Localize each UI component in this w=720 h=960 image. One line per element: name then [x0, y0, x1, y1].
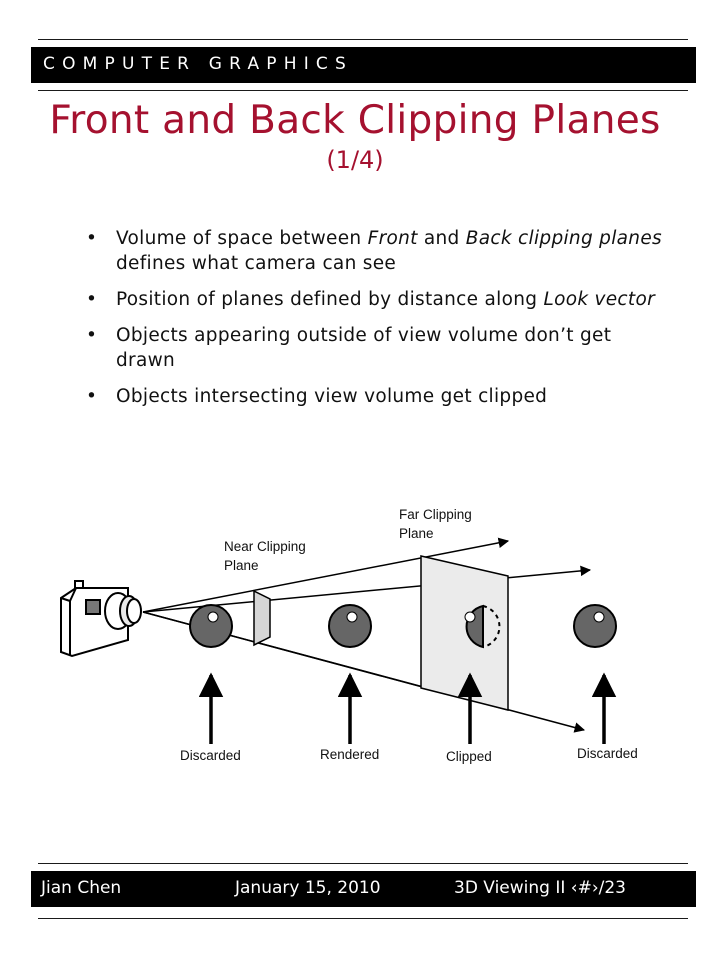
clipping-diagram: Far Clipping Plane Near Clipping Plane D…: [60, 507, 638, 764]
near-plane-label-line2: Plane: [224, 558, 259, 573]
caption-discarded-near: Discarded: [180, 748, 241, 763]
bullet-item: •Objects appearing outside of view volum…: [86, 325, 612, 371]
caption-clipped: Clipped: [446, 749, 492, 764]
bullet-item: •Position of planes defined by distance …: [86, 289, 655, 310]
footer-top-rule: [38, 863, 688, 864]
footer-author: Jian Chen: [41, 878, 122, 898]
bullet-list: •Volume of space between Front and Back …: [86, 226, 666, 420]
caption-discarded-far: Discarded: [577, 746, 638, 761]
footer-bar: Jian Chen January 15, 2010 3D Viewing II…: [31, 871, 696, 907]
rendered-object: [328, 604, 372, 648]
camera-icon: [60, 580, 142, 658]
header-bottom-rule: [38, 90, 688, 91]
bullet-icon: •: [86, 325, 98, 346]
bullet-item: •Volume of space between Front and Back …: [86, 228, 662, 274]
caption-rendered: Rendered: [320, 747, 379, 762]
far-plane-label-line2: Plane: [399, 526, 434, 541]
bullet-icon: •: [86, 228, 98, 249]
slide-subtitle: (1/4): [326, 146, 384, 174]
slide-title: Front and Back Clipping Planes: [49, 98, 661, 143]
bullet-icon: •: [86, 289, 98, 310]
far-plane-label-line1: Far Clipping: [399, 507, 472, 522]
near-clipping-plane: [253, 589, 271, 647]
course-label: COMPUTER GRAPHICS: [43, 54, 353, 74]
footer-date: January 15, 2010: [235, 878, 381, 898]
far-clipping-plane: [420, 555, 509, 711]
top-rule: [38, 39, 688, 40]
bullet-icon: •: [86, 386, 98, 407]
pointer-arrows: [198, 672, 617, 744]
discarded-object-far: [573, 604, 617, 648]
near-plane-label-line1: Near Clipping: [224, 539, 306, 554]
header-bar: COMPUTER GRAPHICS: [31, 47, 696, 83]
discarded-object-near: [189, 604, 233, 648]
bullet-item: •Objects intersecting view volume get cl…: [86, 386, 548, 407]
footer-topic: 3D Viewing II ‹#›/23: [454, 878, 626, 898]
clipped-object: [464, 604, 501, 649]
bottom-rule: [38, 918, 688, 919]
